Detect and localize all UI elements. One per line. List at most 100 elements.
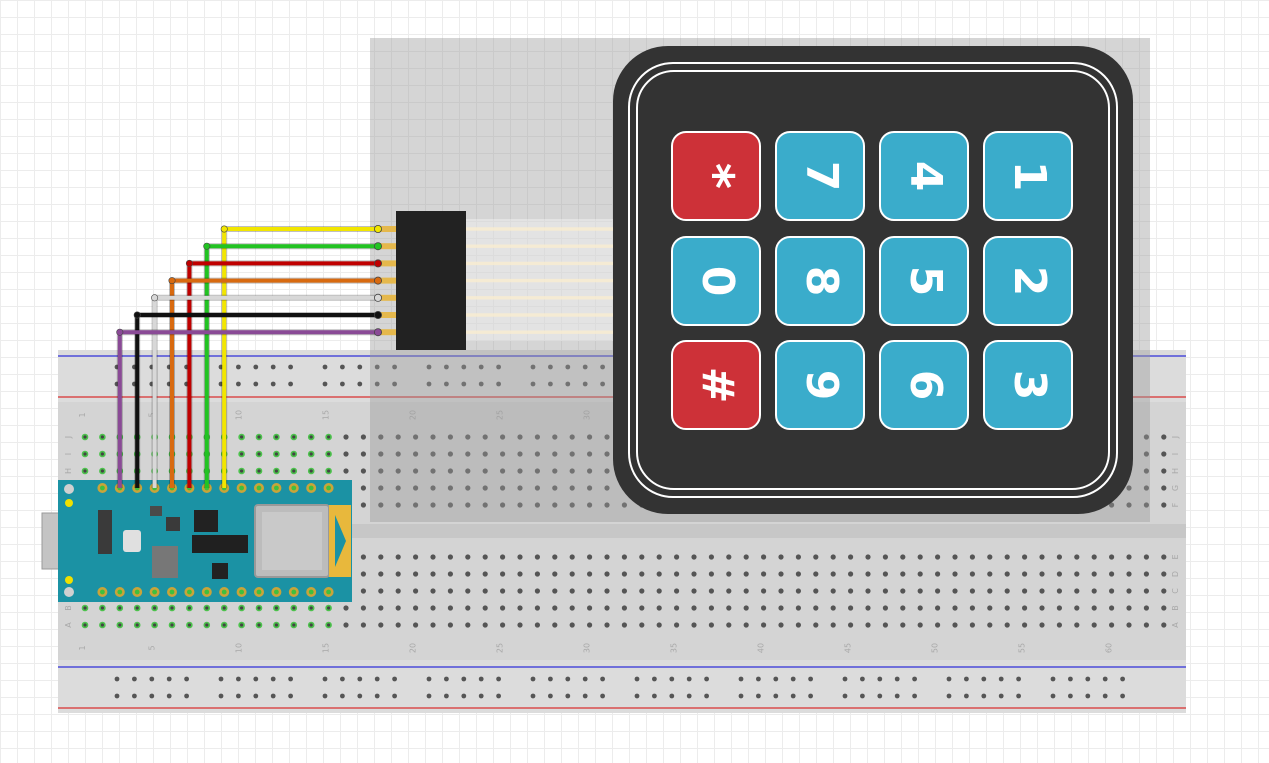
terminal-hole [240,452,244,456]
terminal-hole [952,605,958,611]
rail-hole [756,693,761,699]
rail-hole [946,676,952,682]
rail-hole [114,693,120,699]
rail-hole [132,676,137,682]
terminal-hole [83,623,87,627]
wire-bend [220,225,228,233]
rail-hole [704,676,709,682]
rail-hole [114,676,120,682]
connector-housing [396,211,466,350]
terminal-hole [413,485,419,491]
rail-hole [426,676,432,682]
terminal-hole [343,622,349,628]
terminal-hole [656,588,662,594]
terminal-hole [708,622,715,628]
wire-end [373,259,382,268]
terminal-hole [292,606,296,610]
terminal-hole [517,554,523,560]
chip [192,535,248,553]
rail-hole [1016,676,1021,682]
terminal-hole [1039,588,1045,594]
terminal-hole [395,605,401,611]
column-number: 50 [931,643,940,653]
terminal-hole [465,468,471,474]
terminal-hole [100,452,104,456]
header-pin [256,589,262,595]
terminal-hole [517,605,523,611]
keypad-connector [380,211,640,350]
row-letter: D [1171,571,1180,577]
rail-hole [340,364,345,370]
terminal-hole [604,451,610,457]
terminal-hole [1109,571,1115,577]
terminal-hole [395,502,401,508]
connector-pin [380,312,400,318]
terminal-hole [1091,588,1097,594]
rail-hole [773,676,779,682]
terminal-hole [587,605,593,611]
terminal-hole [292,435,296,439]
terminal-hole [587,434,593,440]
terminal-hole [274,469,278,473]
terminal-hole [691,622,697,628]
terminal-hole [552,554,558,560]
terminal-hole [413,554,419,560]
terminal-hole [413,605,419,611]
terminal-hole [1056,605,1062,611]
terminal-hole [1091,622,1097,628]
rail-hole [478,693,484,699]
terminal-hole [882,571,889,577]
column-number: 5 [148,412,157,417]
wire-bend [133,311,141,319]
terminal-hole [726,588,732,594]
terminal-hole [900,554,906,560]
rail-hole [166,676,172,682]
terminal-hole [430,451,436,457]
header-pin [221,589,227,595]
terminal-hole [343,468,349,474]
rail-hole [877,693,883,699]
terminal-hole [569,622,575,628]
terminal-hole [1074,622,1080,628]
rail-hole [288,693,293,699]
terminal-hole [743,622,749,628]
terminal-hole [1126,554,1132,560]
terminal-hole [1056,554,1062,560]
rail-hole [392,381,397,387]
key-cap [879,131,969,221]
terminal-hole [1004,605,1010,611]
terminal-hole [222,623,226,627]
terminal-hole [413,468,419,474]
connector-strip [98,510,112,554]
wire-bend [151,294,159,302]
terminal-hole [708,588,715,594]
rail-hole [1102,676,1108,682]
rail-hole [236,364,241,370]
terminal-hole [500,485,506,491]
terminal-hole [604,605,610,611]
terminal-hole [865,622,871,628]
terminal-hole [378,502,384,508]
rail-hole [253,693,259,699]
terminal-hole [309,623,313,627]
terminal-hole [1074,554,1080,560]
terminal-hole [604,502,610,508]
keypad-key: 6 [879,340,969,430]
terminal-hole [482,605,488,611]
terminal-hole [691,554,697,560]
terminal-hole [413,502,419,508]
rail-hole [149,676,155,682]
terminal-hole [848,554,854,560]
terminal-hole [1004,554,1010,560]
terminal-hole [1109,605,1115,611]
rail-hole [444,676,449,682]
row-letter: H [64,468,73,474]
terminal-hole [1109,622,1115,628]
chip [212,563,228,579]
header-pin [326,589,331,595]
terminal-hole [604,468,610,474]
terminal-hole [292,623,296,627]
rail-hole [565,364,571,370]
terminal-hole [778,622,784,628]
rail-hole [426,693,432,699]
